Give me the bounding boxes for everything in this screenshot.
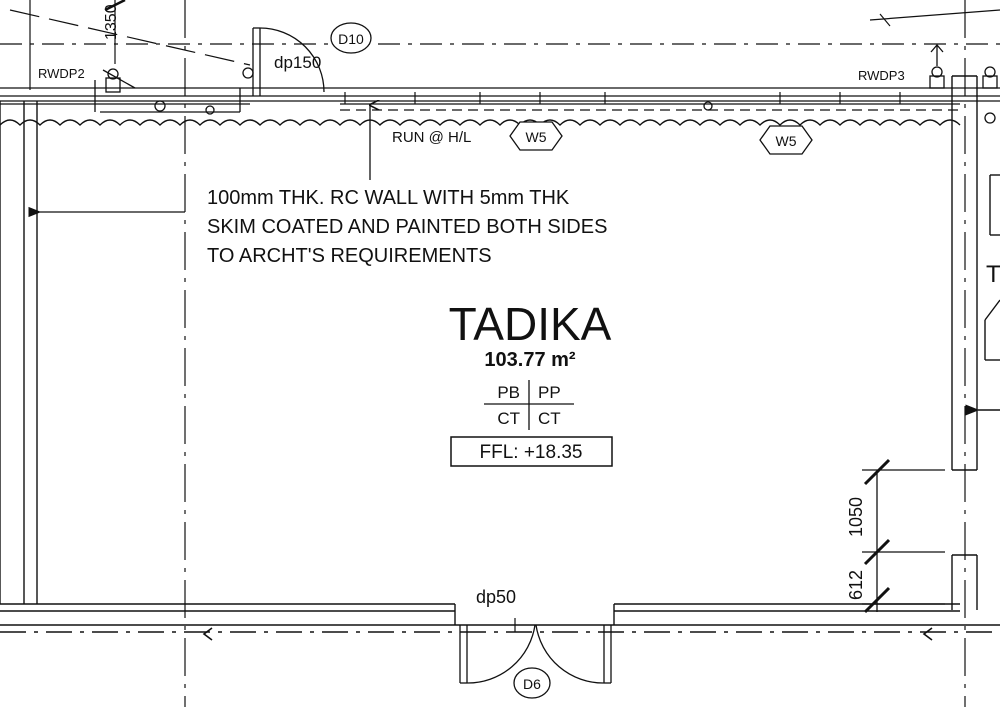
door-tag-d10: D10 bbox=[330, 22, 372, 54]
top-dashed-lines bbox=[0, 9, 1000, 66]
ffl-label: FFL: +18.35 bbox=[480, 442, 583, 463]
bottom-arrow-right bbox=[922, 627, 933, 641]
ffl-box bbox=[450, 436, 613, 467]
rwdp-symbols bbox=[94, 44, 998, 124]
room-name: TADIKA bbox=[449, 298, 612, 350]
rwdp-left-label: RWDP2 bbox=[38, 66, 85, 81]
dimension-top-left bbox=[29, 0, 126, 90]
right-wall bbox=[951, 75, 1000, 610]
bottom-wall bbox=[0, 603, 1000, 633]
finish-wall-left: PB bbox=[497, 383, 520, 402]
run-note: RUN @ H/L bbox=[392, 129, 471, 146]
pipe-bottom-label: dp50 bbox=[476, 587, 516, 607]
top-wall bbox=[0, 87, 1000, 111]
left-wall bbox=[0, 101, 38, 604]
finish-floor-left: CT bbox=[497, 409, 520, 428]
window-tag-left-label: W5 bbox=[526, 129, 547, 145]
revision-cloud bbox=[0, 119, 961, 126]
window-tag-right-label: W5 bbox=[776, 133, 797, 149]
dimension-vertical bbox=[862, 458, 945, 614]
room-area: 103.77 m² bbox=[484, 349, 576, 371]
wall-note-line-1: 100mm THK. RC WALL WITH 5mm THK bbox=[207, 187, 570, 209]
dimension-612-label: 612 bbox=[846, 570, 866, 600]
dimension-top-label: 1350 bbox=[103, 4, 120, 40]
finish-wall-right: PP bbox=[538, 383, 561, 402]
door-d6 bbox=[459, 624, 612, 684]
edge-letter: T bbox=[986, 261, 1000, 288]
finish-schedule bbox=[484, 380, 574, 430]
door-tag-d10-label: D10 bbox=[338, 31, 364, 47]
wall-note-line-2: SKIM COATED AND PAINTED BOTH SIDES bbox=[207, 216, 607, 238]
wall-note-line-3: TO ARCHT'S REQUIREMENTS bbox=[207, 245, 492, 267]
door-d10 bbox=[100, 27, 325, 113]
pipe-top-label: dp150 bbox=[274, 53, 321, 72]
window-tag-left: W5 bbox=[509, 121, 563, 151]
door-tag-d6-label: D6 bbox=[523, 676, 541, 692]
finish-floor-right: CT bbox=[538, 409, 561, 428]
dimension-1050-label: 1050 bbox=[846, 497, 866, 537]
rwdp-right-label: RWDP3 bbox=[858, 68, 905, 83]
window-tag-right: W5 bbox=[759, 125, 813, 155]
door-tag-d6: D6 bbox=[513, 667, 551, 699]
bottom-arrow-left bbox=[202, 627, 213, 641]
